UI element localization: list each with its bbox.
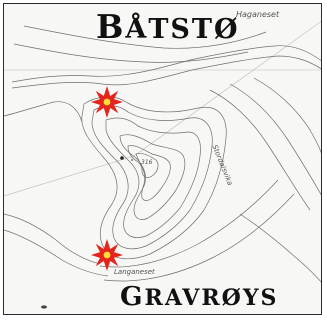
contour-line-east-2 [229, 83, 321, 196]
contour-line-island-4 [119, 134, 186, 220]
place-title-batsto: BÅTSTØ [96, 8, 240, 46]
contour-line-island-5 [127, 145, 171, 201]
map-frame: BÅTSTØ GRAVRØYS Haganeset Stordalsvika L… [3, 3, 322, 315]
place-label-langaneset: Langaneset [114, 268, 155, 276]
summit-height-label: 316 [141, 159, 153, 166]
place-title-gravroys: GRAVRØYS [120, 281, 279, 312]
place-label-haganeset: Haganeset [236, 10, 280, 19]
contour-line-west-1 [4, 101, 83, 123]
contour-line-west-2 [4, 213, 101, 265]
contour-line-southeast [239, 213, 321, 283]
contour-line-east-3 [253, 77, 321, 154]
contour-line-south-2 [103, 193, 295, 282]
summit-point [120, 156, 124, 160]
contour-line-island-2 [91, 105, 213, 250]
contour-line-north-2 [13, 43, 249, 63]
topographic-map [4, 21, 321, 309]
contour-line-east-1 [209, 89, 311, 211]
grid-lines [4, 21, 321, 197]
contour-line-island-summit [135, 153, 159, 178]
contour-line-north-1 [23, 25, 267, 49]
contour-line-south-1 [99, 179, 279, 268]
contour-line-island-outer [81, 96, 227, 260]
summit-point-small [131, 159, 133, 161]
contour-lines [4, 25, 321, 283]
route-line-west [4, 155, 135, 197]
contour-line-coast-2 [11, 55, 321, 89]
contour-line-west-3 [4, 229, 109, 277]
marker-star-north[interactable] [91, 86, 123, 118]
contour-line-island-3 [105, 117, 201, 238]
boat-icon [41, 305, 47, 309]
marker-star-south[interactable] [91, 239, 123, 271]
contour-line-coast [11, 45, 321, 83]
